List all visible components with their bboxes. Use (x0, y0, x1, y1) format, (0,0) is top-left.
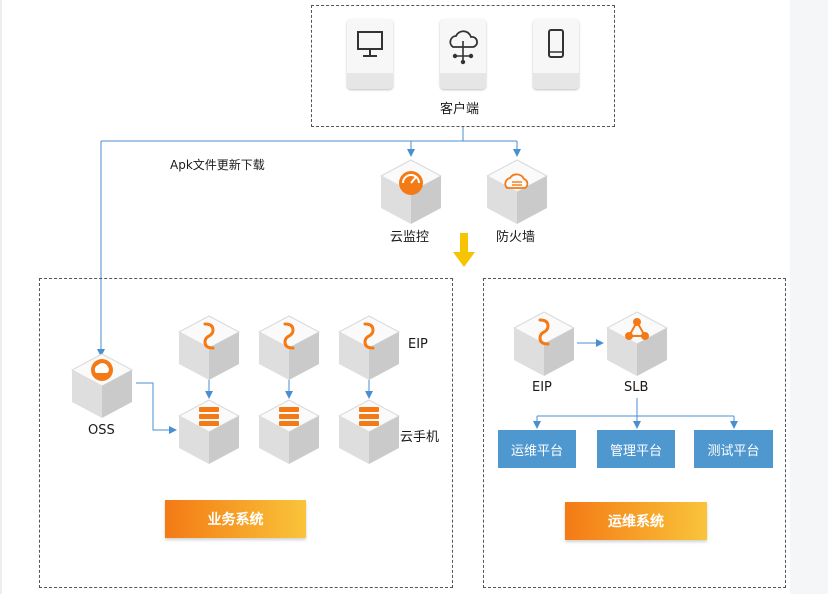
monitor-gauge-icon (399, 171, 423, 195)
ops-system-button: 运维系统 (565, 502, 707, 540)
eip-cube-2 (258, 315, 320, 381)
eip-cube-3 (338, 315, 400, 381)
cloud-phone-cube-3 (338, 399, 400, 465)
left-edge-strip (0, 0, 2, 594)
ops-eip-cube (513, 311, 575, 377)
eip-link-icon (283, 322, 295, 350)
server-stack-icon (359, 407, 379, 426)
ops-eip-label: EIP (532, 380, 552, 395)
cloud-monitor-cube (380, 159, 442, 225)
firewall-label: 防火墙 (496, 230, 536, 245)
slb-cube (606, 311, 668, 377)
cloud-monitor-label: 云监控 (390, 230, 430, 245)
load-balancer-icon (625, 318, 649, 340)
server-stack-icon (279, 407, 299, 426)
business-system-button: 业务系统 (165, 500, 306, 538)
test-platform-box: 测试平台 (694, 430, 773, 468)
server-stack-icon (199, 407, 219, 426)
cloud-phone-label: 云手机 (400, 430, 440, 445)
oss-cube (71, 353, 133, 419)
desktop-monitor-icon (357, 31, 383, 57)
eip-link-icon (203, 322, 215, 350)
cloud-phone-cube-1 (178, 399, 240, 465)
eip-link-icon (363, 322, 375, 350)
mobile-device (533, 19, 579, 89)
down-arrow-icon (453, 233, 475, 267)
mobile-phone-icon (548, 29, 564, 58)
client-box (311, 5, 615, 127)
right-edge-strip (790, 0, 828, 594)
cloud-network-icon (449, 30, 478, 65)
oss-label: OSS (88, 423, 115, 438)
apk-download-label: Apk文件更新下载 (170, 158, 265, 172)
business-eip-label: EIP (408, 337, 428, 352)
client-label: 客户端 (440, 102, 480, 117)
management-platform-box: 管理平台 (597, 430, 675, 468)
slb-label: SLB (624, 380, 649, 395)
business-system-box (39, 278, 453, 588)
eip-link-icon (538, 318, 550, 346)
oss-storage-icon (91, 359, 113, 381)
ops-platform-box: 运维平台 (498, 430, 576, 468)
ops-system-box (483, 278, 786, 588)
cloud-phone-cube-2 (258, 399, 320, 465)
eip-cube-1 (178, 315, 240, 381)
firewall-cube (486, 159, 548, 225)
firewall-icon (504, 173, 529, 189)
desktop-device (347, 19, 393, 89)
cloud-terminal-device (440, 19, 486, 89)
